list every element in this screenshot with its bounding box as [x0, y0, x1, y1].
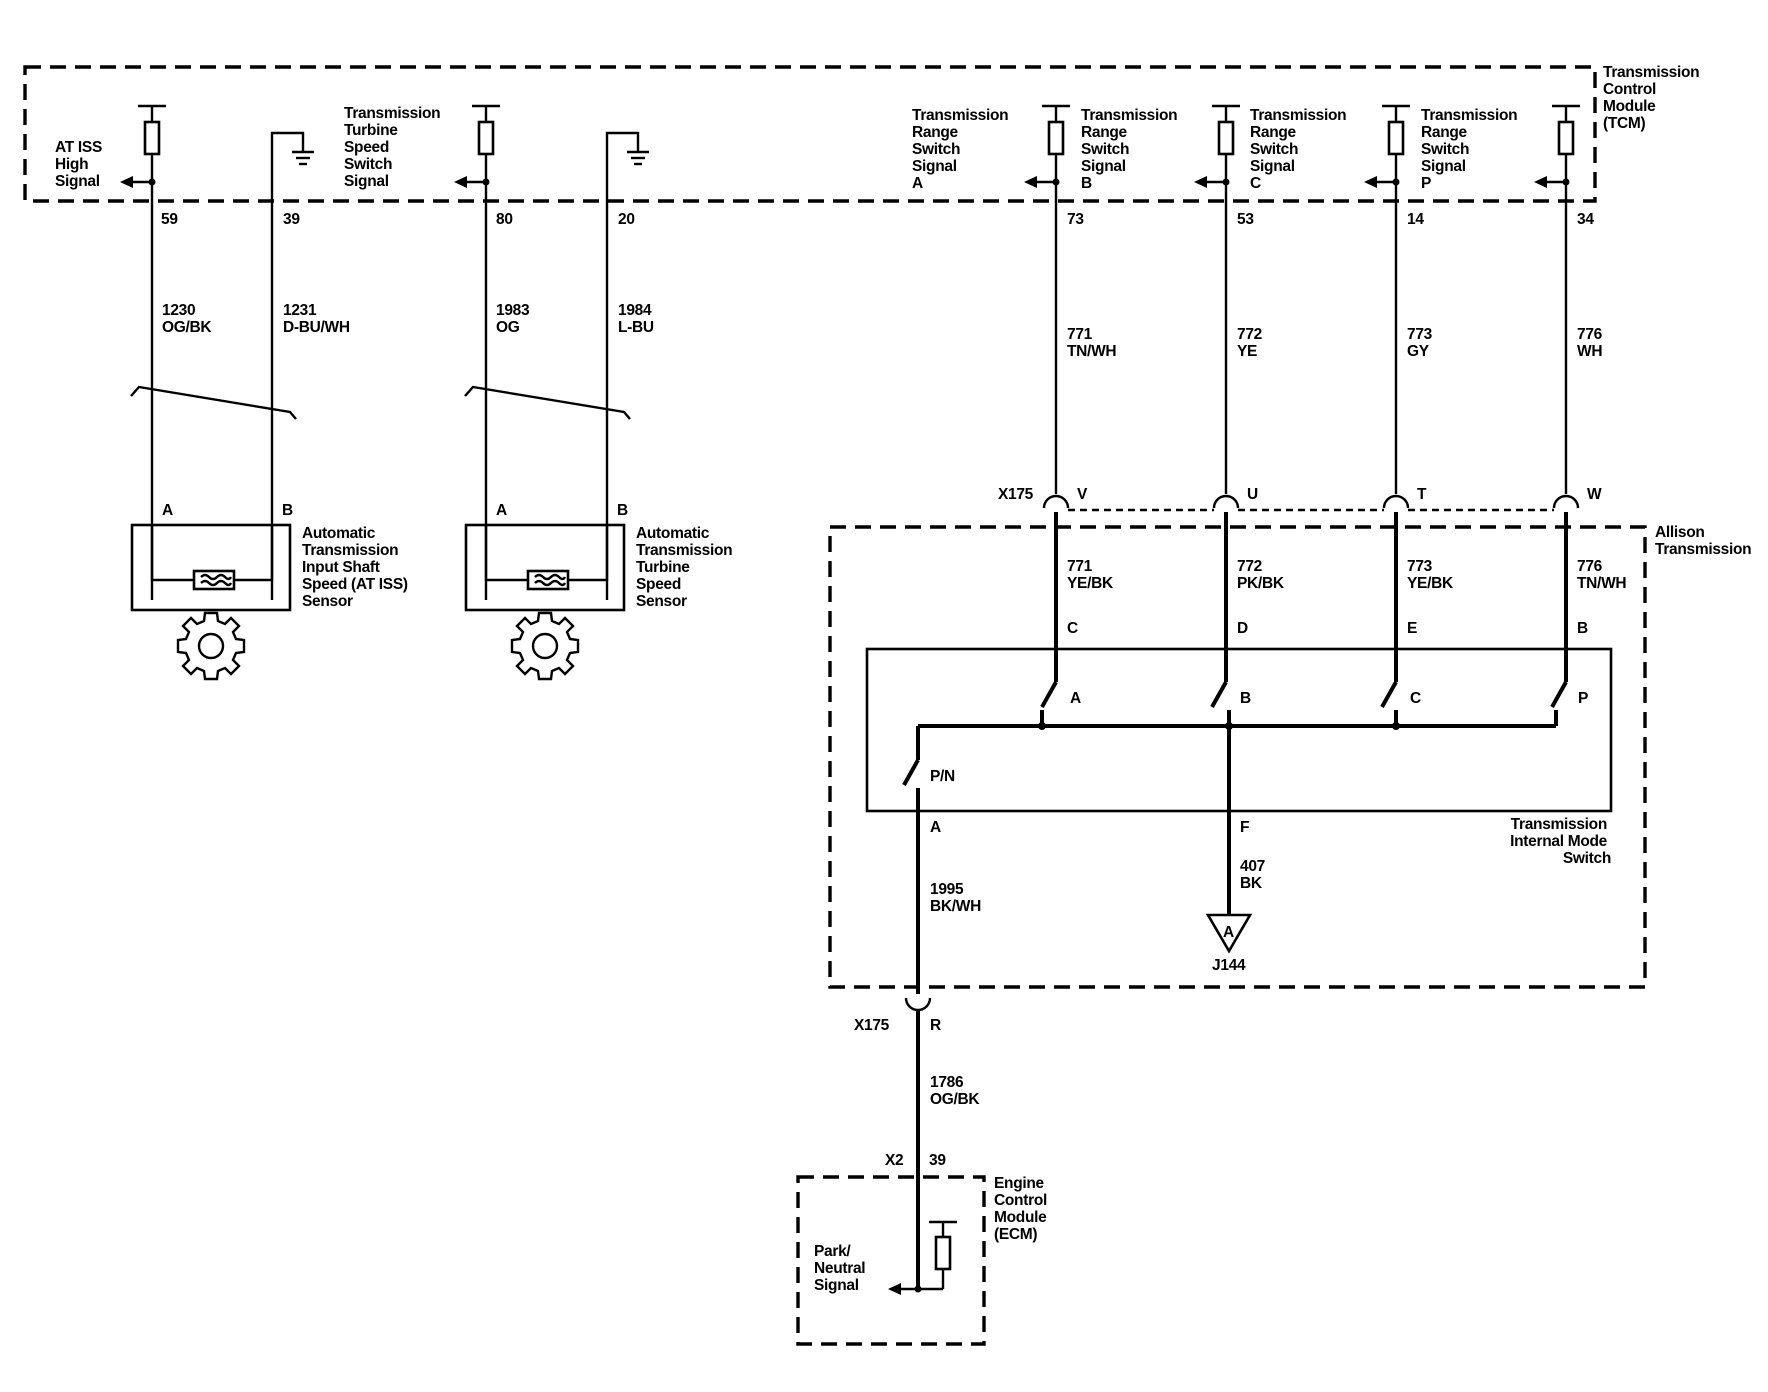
tcm-pin-80: 80: [496, 211, 513, 228]
range-c-label: Transmission Range Switch Signal C: [1250, 107, 1350, 192]
tcm-pullup-iss: [120, 104, 166, 188]
x175-pin-w: W: [1587, 486, 1602, 503]
tcm-pullup-range-c: [1364, 104, 1410, 188]
tcm-ground-iss: [270, 131, 314, 390]
x175-pin-t: T: [1417, 486, 1427, 503]
contact-a-label: A: [1070, 690, 1081, 707]
turbine-sensor-title: Automatic Transmission Turbine Speed Sen…: [636, 525, 736, 610]
contact-pn: [902, 726, 920, 811]
imswitch-pin-a: A: [930, 819, 941, 836]
park-neutral-signal-label: Park/ Neutral Signal: [814, 1243, 869, 1294]
x175-r-connector: [904, 997, 932, 1012]
internal-mode-switch-title: Transmission Internal Mode Switch: [1510, 816, 1611, 867]
wire-773-upper-label: 773 GY: [1407, 326, 1436, 360]
wire-776-upper-label: 776 WH: [1577, 326, 1606, 360]
tcm-pin-39: 39: [283, 211, 300, 228]
iss-pin-b: B: [282, 502, 293, 519]
tcm-pin-34: 34: [1577, 211, 1594, 228]
imswitch-pin-e: E: [1407, 620, 1417, 637]
tcm-title: Transmission Control Module (TCM): [1603, 64, 1703, 132]
turbine-pin-b: B: [617, 502, 628, 519]
x175-pin-r: R: [930, 1017, 941, 1034]
iss-pin-a: A: [162, 502, 173, 519]
wire-1786-label: 1786 OG/BK: [930, 1074, 980, 1108]
turbine-pin-a: A: [496, 502, 507, 519]
x175-label: X175: [998, 486, 1034, 503]
allison-title: Allison Transmission: [1655, 524, 1751, 558]
tcm-pin-53: 53: [1237, 211, 1254, 228]
wire-1231-label: 1231 D-BU/WH: [283, 302, 350, 336]
tcm-pullup-range-p: [1534, 104, 1580, 188]
range-b-label: Transmission Range Switch Signal B: [1081, 107, 1181, 192]
twisted-pair-iss: [130, 385, 297, 420]
imswitch-pin-f: F: [1240, 819, 1249, 836]
x175-lower-label: X175: [854, 1017, 890, 1034]
imswitch-pin-c: C: [1067, 620, 1078, 637]
wire-1984-label: 1984 L-BU: [618, 302, 655, 336]
contact-pn-label: P/N: [930, 768, 955, 785]
turbine-signal-label: Transmission Turbine Speed Switch Signal: [344, 105, 444, 190]
wire-1230-label: 1230 OG/BK: [162, 302, 212, 336]
ecm-pullup: [888, 1220, 957, 1295]
twisted-pair-turbine: [464, 385, 631, 420]
iss-sensor-title: Automatic Transmission Input Shaft Speed…: [302, 525, 412, 610]
ecm-connector-label: X2: [885, 1152, 903, 1169]
wire-773-lower-label: 773 YE/BK: [1407, 558, 1454, 592]
ground-letter: A: [1223, 924, 1234, 941]
turbine-sensor: [464, 523, 626, 612]
contact-c-label: C: [1410, 690, 1421, 707]
wire-772-upper-label: 772 YE: [1237, 326, 1266, 360]
contact-b: [1210, 649, 1233, 730]
contact-p: [1550, 649, 1568, 726]
contact-a: [1038, 649, 1058, 730]
gear-icon: [510, 611, 580, 681]
internal-mode-switch: [865, 647, 1613, 813]
tcm-pullup-turbine: [454, 104, 500, 188]
wire-407-label: 407 BK: [1240, 858, 1269, 892]
wire-771-upper-label: 771 TN/WH: [1067, 326, 1116, 360]
wire-1983-label: 1983 OG: [496, 302, 533, 336]
iss-sensor: [130, 523, 292, 612]
gear-icon: [176, 611, 246, 681]
tcm-pullup-range-a: [1024, 104, 1070, 188]
wire-771-lower-label: 771 YE/BK: [1067, 558, 1114, 592]
ecm-pin-39: 39: [929, 1152, 946, 1169]
tcm-pin-59: 59: [161, 211, 178, 228]
ground-id: J144: [1212, 957, 1246, 974]
wire-772-lower-label: 772 PK/BK: [1237, 558, 1285, 592]
wire-1995-label: 1995 BK/WH: [930, 881, 981, 915]
ground-j144-icon: [1205, 913, 1253, 954]
allison-boundary: [828, 525, 1647, 989]
x175-pin-v: V: [1077, 486, 1088, 503]
tcm-pullup-range-b: [1194, 104, 1240, 188]
imswitch-pin-b: B: [1577, 620, 1588, 637]
tcm-boundary: [23, 65, 1597, 203]
range-p-label: Transmission Range Switch Signal P: [1421, 107, 1521, 192]
tcm-pin-20: 20: [618, 211, 635, 228]
contact-c: [1380, 649, 1400, 730]
tcm-pin-14: 14: [1407, 211, 1424, 228]
ecm-title: Engine Control Module (ECM): [994, 1175, 1051, 1243]
iss-signal-label: AT ISS High Signal: [55, 139, 106, 190]
contact-b-label: B: [1240, 690, 1251, 707]
x175-pin-u: U: [1247, 486, 1258, 503]
imswitch-pin-d: D: [1237, 620, 1248, 637]
tcm-ground-turbine: [605, 131, 649, 410]
range-a-label: Transmission Range Switch Signal A: [912, 107, 1012, 192]
wire-776-lower-label: 776 TN/WH: [1577, 558, 1626, 592]
contact-p-label: P: [1578, 690, 1588, 707]
tcm-pin-73: 73: [1067, 211, 1084, 228]
x175-connector: [1042, 494, 1580, 512]
